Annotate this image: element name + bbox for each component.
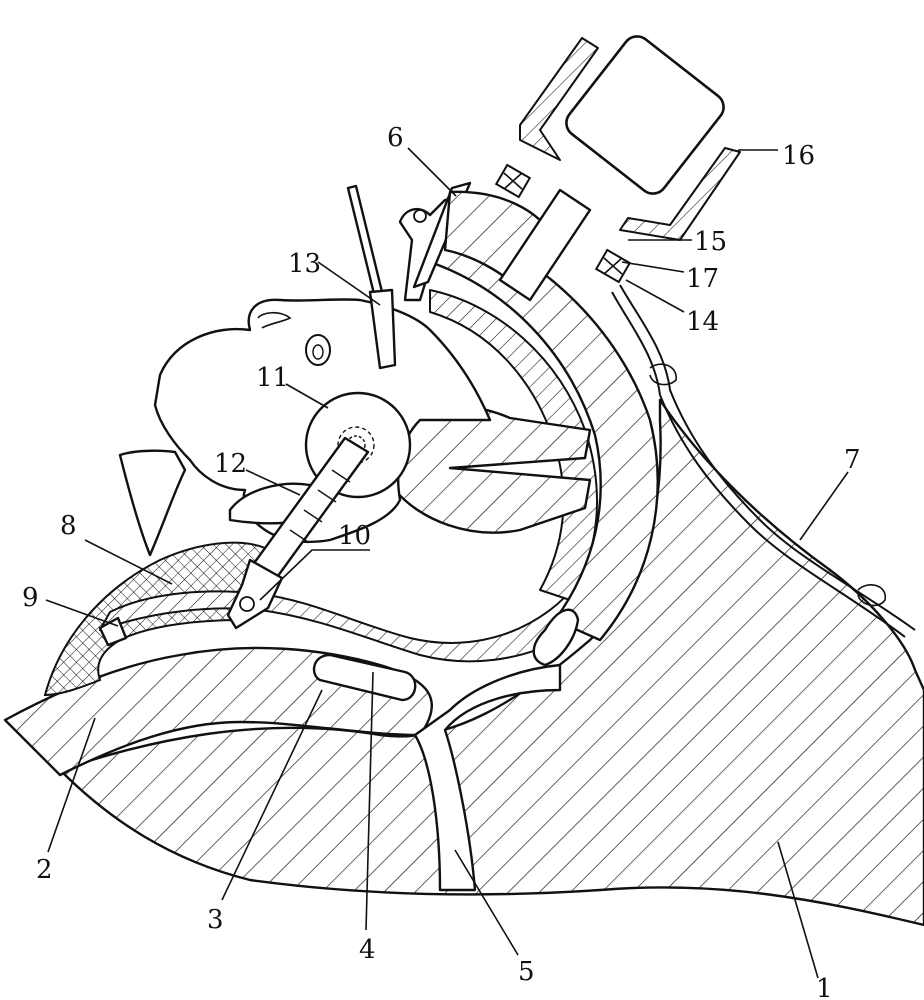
- leader-17: [621, 261, 685, 273]
- motor-16: [565, 35, 725, 195]
- leader-3: [221, 689, 323, 901]
- ball-11-core: [346, 435, 366, 455]
- spring-17-x: [603, 257, 623, 275]
- clamp-10-pin: [239, 596, 255, 612]
- label-7: 7: [844, 445, 861, 475]
- label-8: 8: [60, 511, 77, 541]
- rod-12-rib-3: [303, 509, 323, 523]
- label-13: 13: [288, 249, 321, 279]
- leader-10: [259, 549, 370, 601]
- leader-14: [625, 279, 685, 313]
- cable-clip-1: [649, 363, 677, 386]
- tube-9: [98, 616, 128, 647]
- leader-2: [47, 717, 96, 853]
- head-nostril-inner: [312, 344, 324, 360]
- leader-12: [245, 469, 301, 496]
- needle-13: [346, 184, 386, 304]
- label-11: 11: [256, 363, 289, 393]
- leader-1: [777, 841, 819, 979]
- label-9: 9: [22, 583, 39, 613]
- label-16: 16: [782, 141, 815, 171]
- label-15: 15: [694, 227, 727, 257]
- head-nostril: [305, 334, 331, 366]
- label-1: 1: [816, 974, 833, 1000]
- label-2: 2: [36, 855, 53, 885]
- label-6: 6: [387, 123, 404, 153]
- slot-3: [312, 653, 417, 702]
- rod-12-rib-1: [331, 469, 351, 483]
- rod-12-rib-2: [317, 489, 337, 503]
- vertical-post: [413, 663, 562, 892]
- label-17: 17: [686, 264, 719, 294]
- leader-5: [454, 849, 519, 956]
- head-eye: [257, 311, 292, 329]
- motor-shaft: [498, 188, 592, 302]
- leader-8: [84, 539, 173, 585]
- pivot-6-pin: [413, 209, 427, 223]
- leader-6: [407, 147, 457, 197]
- label-4: 4: [359, 935, 376, 965]
- spring-upper-x: [503, 172, 523, 190]
- cable-clip-2: [857, 584, 886, 607]
- leader-7: [799, 471, 849, 541]
- rod-12-rib-4: [289, 529, 309, 543]
- label-3: 3: [207, 905, 224, 935]
- chin-flap: [118, 449, 187, 557]
- slot-right: [532, 608, 580, 667]
- arc-backbone: [428, 218, 659, 642]
- motor-bracket-right: [619, 147, 741, 241]
- needle-13-body: [368, 288, 397, 370]
- leader-9: [45, 599, 119, 627]
- label-5: 5: [518, 957, 535, 987]
- label-14: 14: [686, 307, 719, 337]
- leader-4: [365, 671, 374, 931]
- motor-bracket: [519, 37, 599, 161]
- leader-11: [285, 383, 329, 409]
- cable-7: [619, 284, 916, 631]
- label-10: 10: [338, 521, 371, 551]
- cable-7-b: [611, 291, 906, 638]
- label-12: 12: [214, 449, 247, 479]
- leader-13: [317, 261, 381, 306]
